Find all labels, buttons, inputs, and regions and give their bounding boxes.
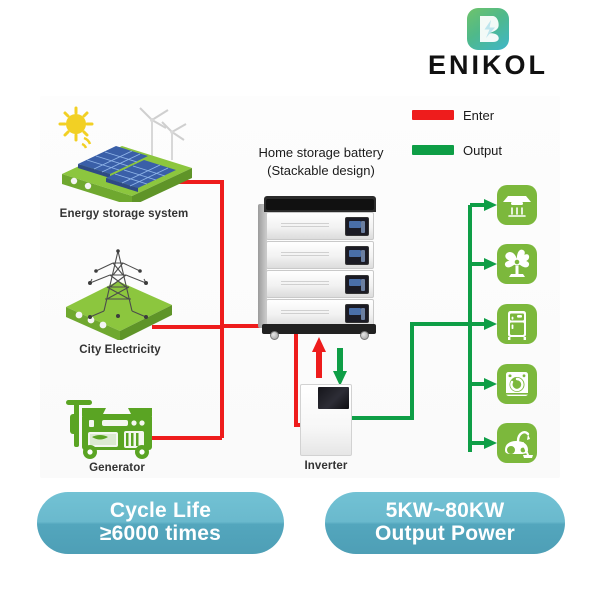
badge-cycle-life: Cycle Life ≥6000 times [37,492,284,554]
solar-wind-platform-glyph [58,106,192,206]
legend-item-output: Output [412,140,502,160]
green-platform [66,281,172,341]
arrow-output-load-3 [470,318,497,330]
battery-module [266,270,374,298]
wire-enter-to-inverter [262,324,300,427]
wire-output-inverter [352,322,470,420]
arrow-output-load-1 [470,199,497,211]
legend-label-enter: Enter [463,107,495,123]
generator-icon [62,392,172,462]
battery-module-display [345,304,369,323]
fan-icon [497,244,537,284]
battery-title-line2: (Stackable design) [267,162,375,178]
arrow-output-load-4 [470,378,497,390]
battery-caster [270,331,279,340]
label-inverter: Inverter [304,460,348,472]
legend-label-output: Output [463,142,503,158]
vacuum-cleaner-icon [497,423,537,463]
sun-icon [58,106,94,149]
legend-item-enter: Enter [412,105,502,125]
battery-module [266,241,374,269]
arrow-output-inverter-head [333,371,347,386]
badge-cycle-life-line2: ≥6000 times [99,522,222,545]
badge-cycle-life-line1: Cycle Life [109,499,212,523]
battery-module-display [345,246,369,265]
brand-block: ENIKOL [398,8,578,79]
energy-storage-system-icon [44,102,204,206]
arrow-output-load-2 [470,258,497,270]
arrow-output-load-5 [470,437,497,449]
bolt-glyph [480,16,499,42]
battery-module-display [345,217,369,236]
battery-module [266,212,374,240]
wire-enter-ess [168,180,262,328]
enikol-bolt-logo-icon [467,8,509,50]
badge-output-power-line1: 5KW~80KW [385,499,505,523]
battery-title: Home storage battery (Stackable design) [238,144,404,179]
legend-swatch-enter [412,110,454,120]
stacked-battery-icon [258,196,380,340]
power-pylon-platform-glyph [66,249,172,341]
solar-panel-array [78,146,176,192]
arrow-enter-inverter-head [312,337,326,352]
battery-module-display [345,275,369,294]
battery-module [266,299,374,327]
legend-swatch-output [412,145,454,155]
range-hood-icon [497,185,537,225]
label-city-electricity: City Electricity [79,344,161,356]
wind-turbine-icon [139,107,187,160]
generator-glyph [66,400,152,459]
battery-side-panel [258,204,267,328]
badge-output-power: 5KW~80KW Output Power [325,492,565,554]
city-electricity-icon [60,245,180,341]
badge-output-power-line2: Output Power [374,522,516,545]
inverter-display [318,387,349,409]
label-generator: Generator [89,462,145,474]
battery-top-cap [264,196,376,212]
tower-insulators [88,249,148,319]
battery-title-line1: Home storage battery [258,145,384,160]
inverter-icon [300,384,352,456]
label-energy-storage-system: Energy storage system [59,208,189,220]
legend: Enter Output [412,105,502,175]
brand-name: ENIKOL [427,50,548,80]
washing-machine-icon [497,364,537,404]
refrigerator-icon [497,304,537,344]
battery-caster [360,331,369,340]
battery-base [262,324,376,334]
